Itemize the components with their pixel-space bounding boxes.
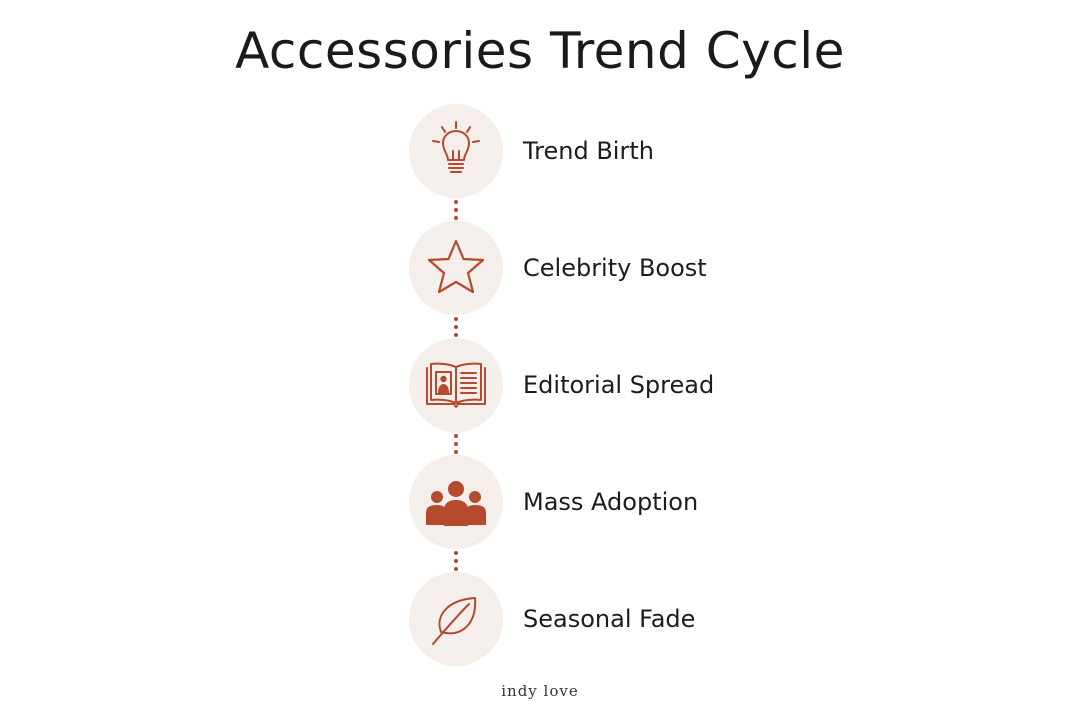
dotted-connector (454, 317, 458, 341)
open-magazine-icon (426, 362, 486, 408)
lightbulb-icon (432, 121, 480, 173)
step-label: Mass Adoption (523, 488, 699, 516)
step-seasonal-fade: Seasonal Fade (409, 572, 969, 666)
page-title: Accessories Trend Cycle (235, 22, 845, 80)
step-icon-circle (409, 572, 503, 666)
leaf-icon (432, 597, 477, 645)
step-label: Seasonal Fade (523, 605, 696, 633)
step-trend-birth: Trend Birth (409, 104, 969, 198)
dotted-connector (454, 434, 458, 458)
dotted-connector (454, 551, 458, 575)
brand-wordmark: indy love (501, 682, 579, 700)
step-label: Trend Birth (523, 137, 654, 165)
step-icon-circle (409, 338, 503, 432)
step-label: Celebrity Boost (523, 254, 707, 282)
step-celebrity-boost: Celebrity Boost (409, 221, 969, 315)
step-label: Editorial Spread (523, 371, 715, 399)
star-icon (427, 239, 485, 294)
dotted-connector (454, 200, 458, 224)
step-icon-circle (409, 455, 503, 549)
people-group-icon (426, 481, 486, 526)
step-icon-circle (409, 104, 503, 198)
step-icon-circle (409, 221, 503, 315)
step-mass-adoption: Mass Adoption (409, 455, 969, 549)
step-editorial-spread: Editorial Spread (409, 338, 969, 432)
